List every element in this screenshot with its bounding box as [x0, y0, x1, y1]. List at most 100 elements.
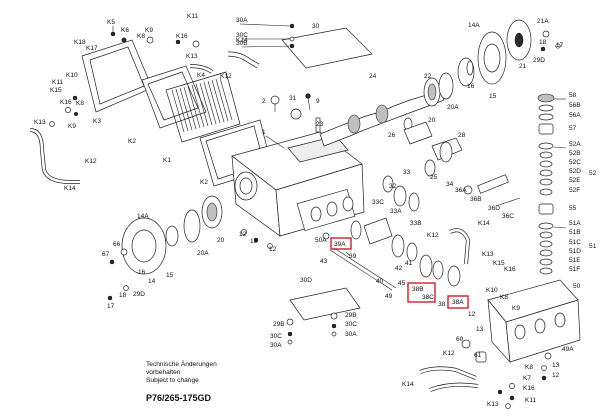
part-callout: 33B	[410, 220, 422, 227]
part-callout: K13	[482, 251, 494, 258]
part-callout: 52D	[569, 168, 581, 175]
part-callout: 22	[424, 73, 432, 80]
flange-assembly-left	[107, 195, 273, 301]
part-callout: 12	[552, 372, 560, 379]
part-callout: 52C	[569, 159, 581, 166]
part-callout: K9	[512, 305, 520, 312]
part-callout: 52E	[569, 177, 581, 184]
part-callout: K16	[60, 99, 72, 106]
part-callout: K8	[76, 100, 84, 107]
part-callout: K12	[427, 232, 439, 239]
part-callout: 57	[569, 125, 577, 132]
part-callout: K16	[504, 266, 516, 273]
part-callout: 56B	[569, 102, 581, 109]
change-notice: Technische Änderungen vorbehalten Subjec…	[146, 361, 217, 385]
part-callout: 24	[369, 73, 377, 80]
highlighted-callout-label: 38A	[452, 299, 464, 306]
part-callout: K1	[163, 157, 171, 164]
part-callout: K9	[68, 123, 76, 130]
part-callout: 52B	[569, 150, 581, 157]
part-callout: 43	[320, 258, 328, 265]
part-callout: 33	[403, 169, 411, 176]
part-callout: 29D	[133, 291, 145, 298]
part-callout: 51E	[569, 257, 581, 264]
part-callout: 1	[262, 129, 266, 136]
part-callout: 16	[138, 269, 146, 276]
part-callout: 36D	[488, 205, 500, 212]
part-callout: 51C	[569, 239, 581, 246]
part-callout: K5	[107, 19, 115, 26]
crankcase-housing	[231, 93, 365, 237]
part-callout: K16	[176, 33, 188, 40]
part-callout: 12	[239, 231, 247, 238]
part-callout: 58	[569, 92, 577, 99]
part-callout: 30A	[270, 342, 282, 349]
part-callout: 14	[148, 278, 156, 285]
part-callout: 50A	[315, 237, 327, 244]
part-callout: 41	[405, 260, 413, 267]
part-callout: 30	[312, 23, 320, 30]
part-callout: 26	[388, 132, 396, 139]
change-notice-line1: Technische Änderungen	[146, 361, 217, 368]
part-callout: 52A	[569, 141, 581, 148]
part-callout: 36A	[455, 187, 467, 194]
part-callout: K10	[66, 72, 78, 79]
part-callout: 17	[107, 303, 115, 310]
part-callout: 29B	[273, 321, 285, 328]
part-callout: 67	[102, 251, 110, 258]
part-callout: K8	[500, 294, 508, 301]
part-callout: 30A	[236, 17, 248, 24]
part-callout: 18	[539, 39, 547, 46]
part-callout: 55	[569, 205, 577, 212]
crankcase-cover-assembly	[29, 31, 273, 187]
plunger-seal-assembly	[322, 159, 521, 291]
valve-stack-right	[537, 93, 555, 275]
part-callout: 2	[262, 98, 266, 105]
part-callout: K12	[443, 350, 455, 357]
part-callout: 21A	[537, 18, 549, 25]
part-callout: 34	[446, 181, 454, 188]
part-callout: K14	[64, 185, 76, 192]
change-notice-line3: Subject to change	[146, 377, 199, 384]
part-callout: K2	[200, 179, 208, 186]
highlighted-callout-label: 39A	[334, 241, 346, 248]
part-callout: K15	[493, 260, 505, 267]
part-callout: K9	[145, 27, 153, 34]
part-callout: K12	[220, 73, 232, 80]
part-callout: 51A	[569, 220, 581, 227]
part-callout: 30B	[236, 40, 248, 47]
part-callout: 12	[269, 246, 277, 253]
part-callout: K15	[50, 87, 62, 94]
model-number: P76/265-175GD	[146, 393, 212, 403]
part-callout: 15	[489, 93, 497, 100]
part-callout: 20	[217, 237, 225, 244]
part-callout: 16	[467, 83, 475, 90]
part-callout: K12	[85, 158, 97, 165]
part-callout: 9	[316, 98, 320, 105]
part-callout: 36C	[502, 213, 514, 220]
part-callout: K11	[525, 397, 536, 404]
part-callout: 51D	[569, 248, 581, 255]
part-callout: K6	[121, 27, 129, 34]
part-callout: 31	[289, 95, 297, 102]
highlight-box-38b-38c	[407, 282, 436, 303]
part-callout: 21	[519, 63, 527, 70]
part-callout: 49A	[562, 346, 574, 353]
part-callout: K14	[402, 381, 414, 388]
part-callout: 38	[438, 301, 446, 308]
part-callout: 18	[119, 292, 127, 299]
highlight-box-39a	[330, 237, 352, 250]
part-callout: 51B	[569, 229, 581, 236]
part-callout: K2	[128, 138, 136, 145]
part-callout: 30A	[345, 331, 357, 338]
part-callout: K18	[74, 39, 86, 46]
leader-lines	[112, 23, 567, 257]
part-callout: 40	[376, 278, 384, 285]
part-callout: K4	[197, 72, 205, 79]
part-callout: K14	[236, 37, 248, 44]
part-callout: 14A	[468, 22, 480, 29]
part-callout: K13	[34, 119, 46, 126]
